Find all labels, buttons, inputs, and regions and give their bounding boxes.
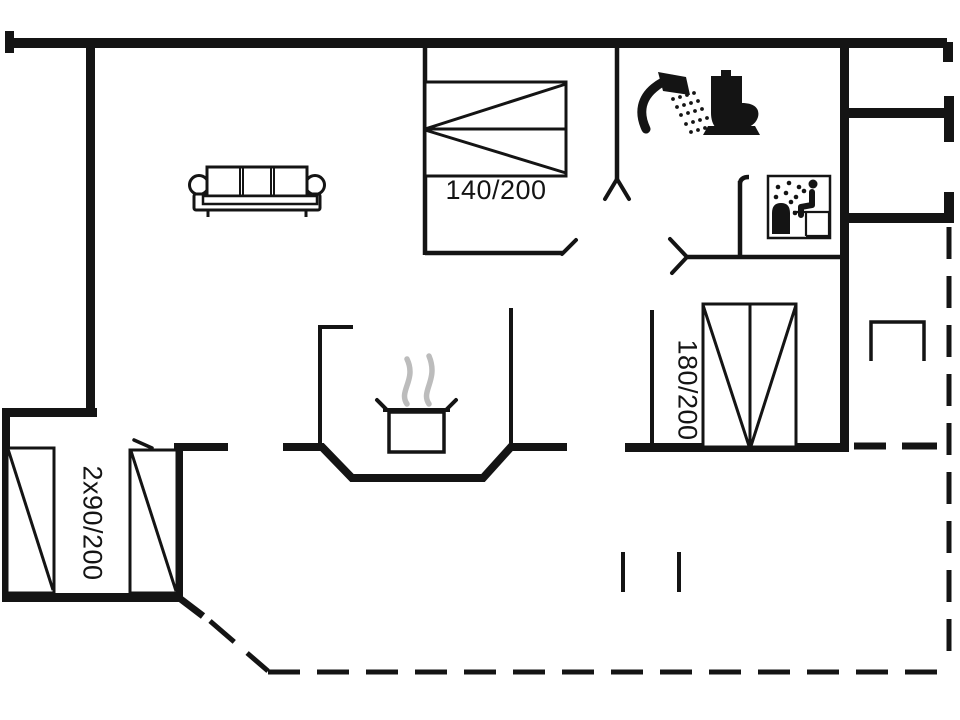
terrace-corner-solid (178, 597, 203, 616)
shower-spray-dots (671, 91, 709, 134)
wall-sauna-divider (740, 177, 749, 255)
toilet-icon (703, 70, 760, 135)
terrace-ticks (623, 552, 679, 592)
steam-icon (405, 356, 432, 404)
annex-cap-1 (944, 96, 954, 142)
dashed-boundary (178, 227, 953, 672)
double-bed-140-icon (425, 82, 566, 176)
single-bed-icons (7, 448, 177, 593)
wall-main-right (840, 42, 849, 452)
door-fork-sauna (670, 239, 687, 273)
door-tick-bedroom1 (562, 240, 576, 254)
wall-top-right-cap (943, 42, 953, 62)
sauna-stove (772, 203, 790, 234)
counter-outline (283, 447, 567, 478)
sauna-icon (768, 176, 830, 238)
sofa-icon (190, 167, 325, 217)
wall-top-left-cap (5, 31, 14, 53)
bed-size-label-180: 180/200 (672, 339, 703, 441)
door-fork-bathroom (605, 179, 629, 199)
stove-pot-icon (377, 356, 456, 452)
shower-icon (642, 72, 709, 134)
terrace-diagonal-dashed (210, 621, 268, 671)
counter-left-edge (320, 327, 353, 445)
bed-size-label-2x90: 2x90/200 (77, 465, 108, 581)
wall-jog (2, 408, 97, 417)
kitchen-counter (283, 308, 567, 478)
bed-size-label-140: 140/200 (445, 175, 547, 205)
annex-wall-2 (845, 213, 954, 223)
annex-cap-2 (944, 192, 954, 223)
terrace-table-icon (871, 322, 924, 361)
window-openings (845, 96, 954, 223)
wall-top (8, 38, 947, 48)
wall-living-left (86, 42, 95, 416)
wall-bottom (2, 593, 183, 602)
annex-wall-1 (845, 108, 954, 118)
door-tick-bedroom2 (134, 440, 152, 448)
wall-bedroom2-top (174, 443, 228, 451)
double-bed-180-icon (703, 304, 796, 447)
sauna-bench (793, 212, 829, 236)
door-marks (134, 179, 687, 448)
